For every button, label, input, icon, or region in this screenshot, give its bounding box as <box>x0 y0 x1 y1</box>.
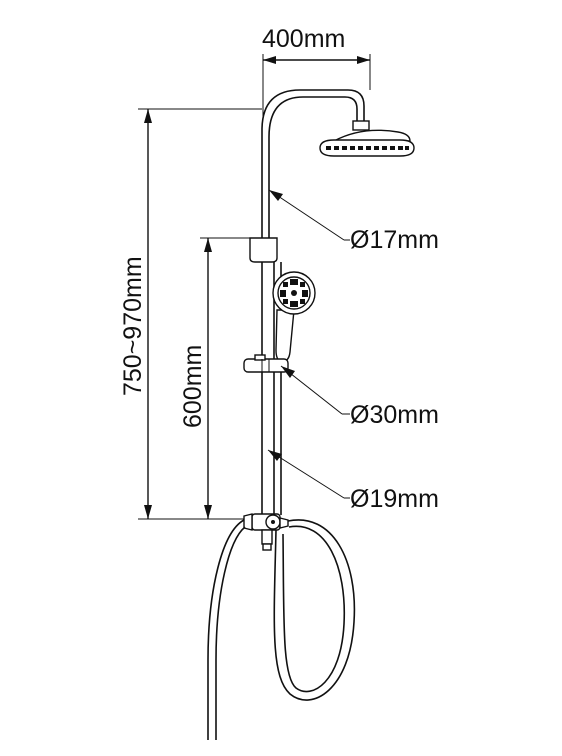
height-dimension: 750~970mm <box>119 108 262 520</box>
holder-diameter-callout: Ø30mm <box>280 365 439 429</box>
hand-shower-icon <box>272 271 316 363</box>
wall-bracket-icon <box>249 237 278 263</box>
top-pipe <box>261 89 365 520</box>
hose-icon <box>207 519 356 740</box>
hand-shower-nozzles <box>280 279 308 307</box>
rail-length-label: 600mm <box>179 345 207 428</box>
width-dimension: 400mm <box>262 25 371 120</box>
rail-diameter-label: Ø19mm <box>350 485 439 513</box>
slide-bracket-icon <box>243 354 289 373</box>
shower-head-icon <box>319 120 415 157</box>
top-pipe-diameter-label: Ø17mm <box>350 226 439 254</box>
rail-diameter-callout: Ø19mm <box>267 449 439 513</box>
top-pipe-diameter-callout: Ø17mm <box>268 189 439 254</box>
shower-head-nozzles <box>326 146 409 150</box>
rail-length-dimension: 600mm <box>179 237 250 519</box>
holder-diameter-label: Ø30mm <box>350 401 439 429</box>
diverter-valve-icon <box>243 513 289 551</box>
height-range-label: 750~970mm <box>119 256 147 396</box>
width-label: 400mm <box>262 25 345 53</box>
